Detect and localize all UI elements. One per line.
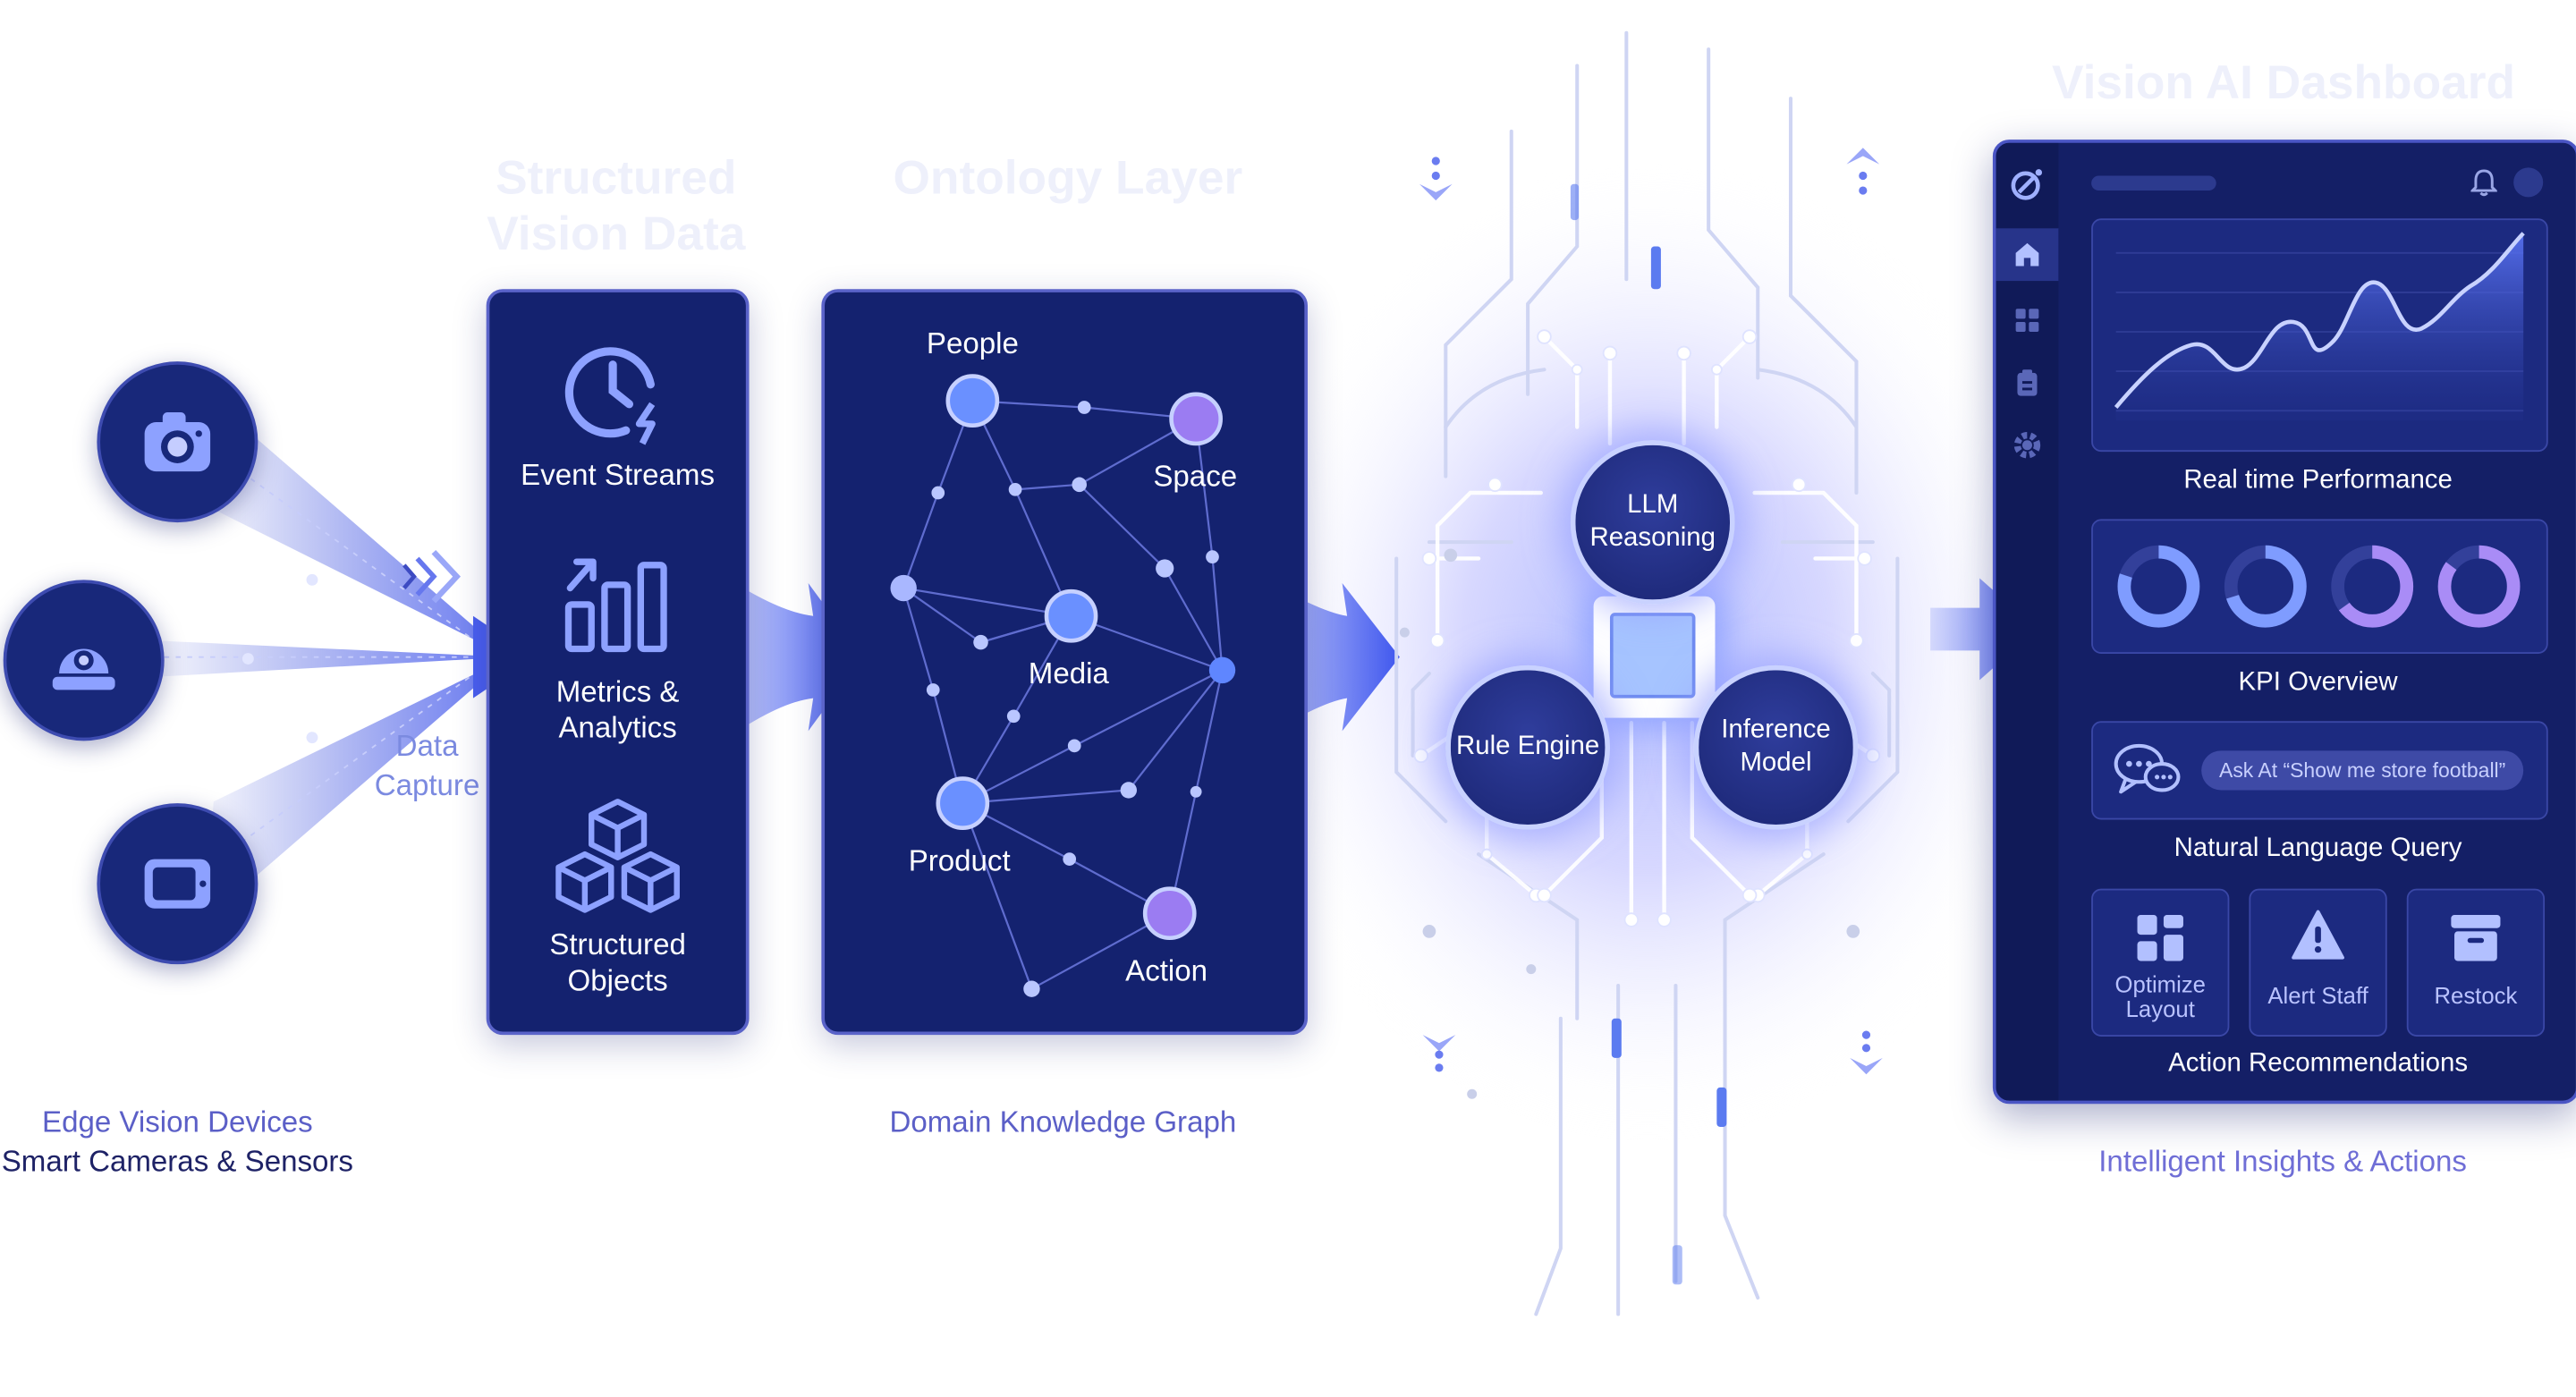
warning-icon — [2292, 910, 2344, 960]
dashboard-caption: Intelligent Insights & Actions — [2098, 1145, 2467, 1178]
kpi-ring-3 — [2331, 545, 2414, 628]
query-input[interactable]: Ask At “Show me store football” — [2201, 750, 2524, 791]
node-people-label: People — [926, 326, 1019, 360]
knowledge-graph-panel: People Space Media Product Action — [821, 289, 1309, 1036]
ontology-heading: Ontology Layer — [893, 152, 1243, 206]
llm-reasoning-node: LLM Reasoning — [1570, 440, 1735, 605]
inference-model-node: Inference Model — [1693, 665, 1859, 830]
title-bar-placeholder — [2091, 175, 2216, 191]
kpi-card — [2091, 519, 2548, 655]
event-streams-label: Event Streams — [521, 458, 715, 492]
node-product-label: Product — [908, 844, 1011, 877]
dashboard-sidebar — [1996, 142, 2059, 1101]
devices-caption-subtitle: Smart Cameras & Sensors — [1, 1145, 353, 1178]
knowledge-graph — [890, 374, 1236, 997]
data-capture-label: Data Capture — [374, 729, 480, 802]
clipboard-icon[interactable] — [1996, 358, 2059, 407]
dashboard-window: Real time Performance KPI Overview Ask A… — [1992, 140, 2576, 1105]
node-action-label: Action — [1125, 954, 1208, 987]
layout-grid-icon — [2137, 915, 2183, 961]
box-icon — [2451, 915, 2501, 961]
camera-icon — [144, 412, 211, 472]
metrics-analytics-label: Metrics & Analytics — [555, 674, 680, 745]
gear-icon[interactable] — [1996, 420, 2059, 470]
cubes-icon — [555, 799, 680, 913]
restock-button[interactable]: Restock — [2406, 888, 2546, 1037]
rule-engine-node: Rule Engine — [1445, 665, 1610, 830]
node-space-label: Space — [1153, 460, 1238, 494]
bell-icon[interactable] — [2470, 167, 2497, 197]
structured-data-panel: Event Streams Metrics & Analytics Struct… — [486, 289, 750, 1036]
sensor-device — [97, 803, 258, 965]
kpi-ring-4 — [2437, 545, 2521, 628]
logo-icon — [1996, 159, 2059, 208]
structured-objects-label: Structured Objects — [549, 927, 686, 997]
performance-chart-card — [2091, 218, 2548, 453]
dome-camera-icon — [52, 648, 115, 690]
node-media-label: Media — [1028, 656, 1109, 690]
clock-bolt-icon — [564, 347, 656, 445]
kpi-ring-2 — [2224, 545, 2307, 628]
optimize-layout-label: Optimize Layout — [2114, 970, 2206, 1022]
inference-model-label: Inference Model — [1721, 715, 1831, 777]
graph-caption: Domain Knowledge Graph — [889, 1105, 1237, 1139]
alert-staff-button[interactable]: Alert Staff — [2249, 888, 2387, 1037]
dome-camera-device — [3, 580, 165, 741]
structured-heading: Structured Vision Data — [487, 152, 746, 262]
query-card: Ask At “Show me store football” — [2091, 721, 2548, 820]
dashboard-heading: Vision AI Dashboard — [2052, 57, 2515, 111]
kpi-label: KPI Overview — [2238, 668, 2398, 697]
performance-label: Real time Performance — [2183, 466, 2453, 495]
avatar[interactable] — [2513, 167, 2544, 198]
chat-bubbles-icon — [2114, 743, 2181, 794]
home-icon[interactable] — [1996, 230, 2059, 279]
query-label: Natural Language Query — [2174, 834, 2462, 863]
grid-icon[interactable] — [1996, 296, 2059, 345]
core-chip — [1593, 596, 1716, 718]
alert-staff-label: Alert Staff — [2267, 982, 2368, 1009]
devices-caption-title: Edge Vision Devices — [42, 1105, 313, 1139]
actions-label: Action Recommendations — [2168, 1049, 2469, 1078]
kpi-donuts — [2117, 545, 2521, 628]
llm-reasoning-label: LLM Reasoning — [1589, 491, 1716, 553]
restock-label: Restock — [2434, 982, 2518, 1009]
tablet-sensor-icon — [144, 859, 211, 909]
kpi-ring-1 — [2117, 545, 2200, 628]
performance-chart — [2114, 232, 2525, 421]
optimize-layout-button[interactable]: Optimize Layout — [2091, 888, 2230, 1037]
camera-device — [97, 361, 258, 523]
bar-chart-icon — [564, 558, 667, 653]
rule-engine-label: Rule Engine — [1456, 732, 1600, 761]
